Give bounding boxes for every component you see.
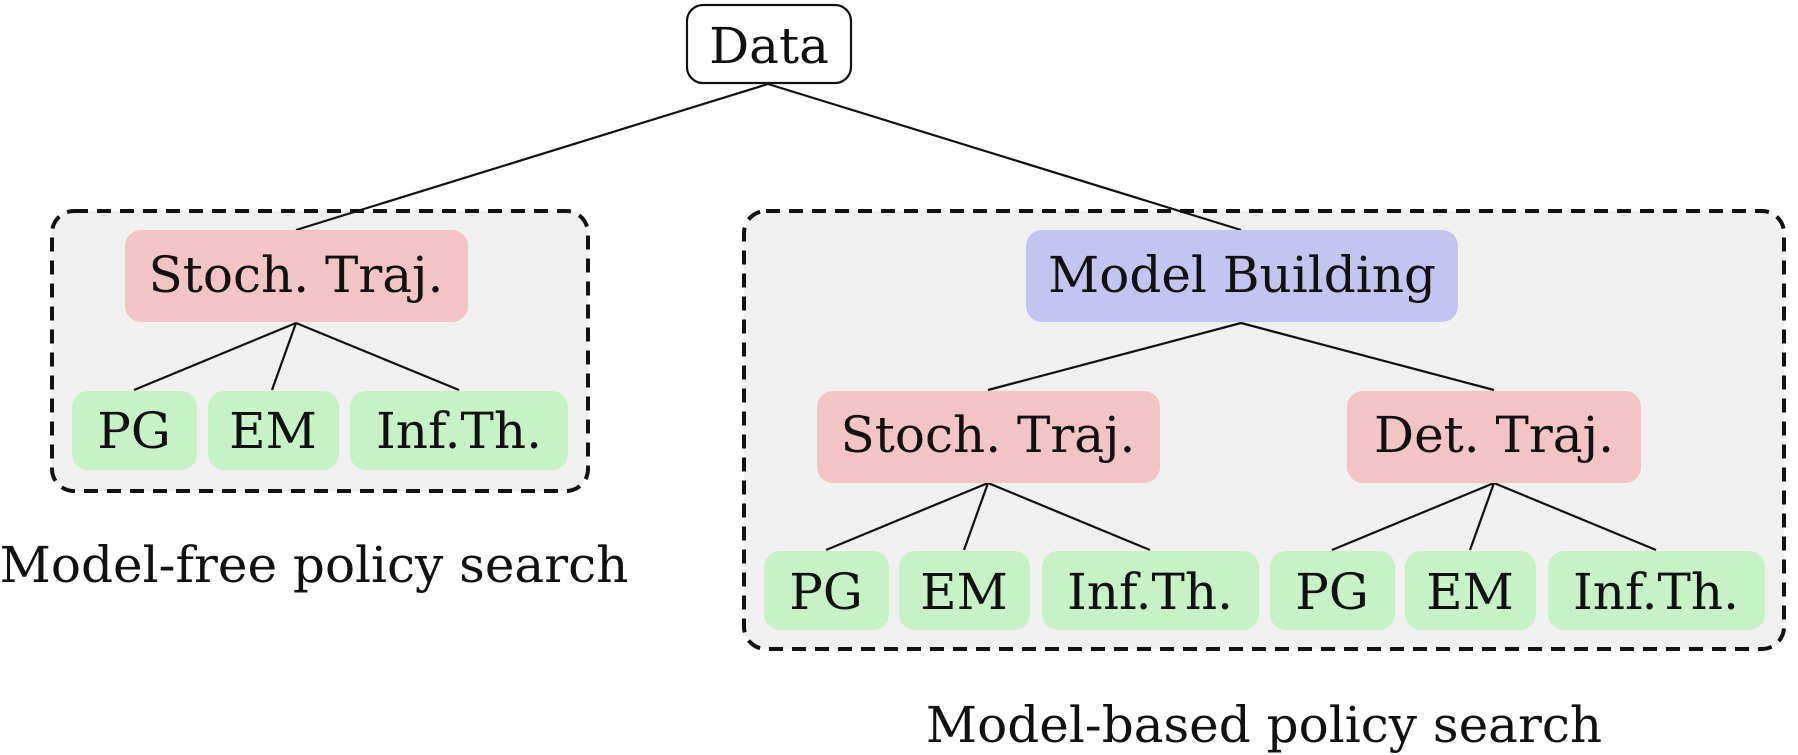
mb-det-method-pg-box	[1270, 551, 1395, 630]
edge-model-building-to-det-traj	[1240, 321, 1495, 392]
mb-det-method-em-node: EM	[1405, 551, 1536, 630]
model-free-method-pg-box	[72, 391, 197, 470]
model-free-method-em-node: EM	[208, 391, 339, 470]
model-free-method-em-label: EM	[229, 402, 317, 460]
mb-det-method-infth-label: Inf.Th.	[1573, 563, 1739, 621]
root-node: Data	[685, 3, 853, 85]
edge-data-to-model-building	[767, 82, 1242, 232]
mb-stoch-method-em-node: EM	[899, 551, 1030, 630]
model-based-stoch-traj-box	[817, 391, 1160, 483]
mb-stoch-method-pg-box	[764, 551, 889, 630]
model-free-method-pg-node: PG	[72, 391, 197, 470]
mb-det-method-pg-node: PG	[1270, 551, 1395, 630]
model-based-det-traj-node: Det. Traj.	[1347, 391, 1641, 483]
model-building-box	[1026, 230, 1458, 322]
edge-data-to-model-free-trajectory	[295, 82, 769, 232]
root-node-box	[685, 3, 853, 85]
mb-stoch-method-infth-node: Inf.Th.	[1042, 551, 1259, 630]
edge-model-free-traj-to-infth	[295, 321, 460, 392]
mb-stoch-method-pg-label: PG	[789, 563, 863, 621]
mb-det-method-infth-box	[1548, 551, 1765, 630]
model-free-trajectory-label: Stoch. Traj.	[149, 246, 444, 304]
edge-mb-stoch-traj-to-em	[962, 482, 990, 551]
mb-stoch-method-infth-label: Inf.Th.	[1067, 563, 1233, 621]
model-free-trajectory-node: Stoch. Traj.	[125, 230, 468, 322]
model-building-label: Model Building	[1048, 246, 1436, 304]
model-based-caption: Model-based policy search	[926, 696, 1602, 754]
model-building-node: Model Building	[1026, 230, 1458, 322]
mb-det-method-pg-label: PG	[1295, 563, 1369, 621]
model-free-method-infth-label: Inf.Th.	[376, 402, 542, 460]
mb-det-method-infth-node: Inf.Th.	[1548, 551, 1765, 630]
model-based-stoch-traj-label: Stoch. Traj.	[841, 406, 1136, 464]
mb-stoch-method-pg-node: PG	[764, 551, 889, 630]
edge-mb-stoch-traj-to-pg	[825, 481, 989, 552]
edge-mb-det-traj-to-pg	[1331, 481, 1495, 552]
model-free-method-pg-label: PG	[97, 402, 171, 460]
mb-stoch-method-em-box	[899, 551, 1030, 630]
model-free-trajectory-box	[125, 230, 468, 322]
edge-mb-det-traj-to-infth	[1493, 481, 1657, 552]
model-based-stoch-traj-node: Stoch. Traj.	[817, 391, 1160, 483]
edge-model-free-traj-to-pg	[133, 321, 297, 392]
mb-det-method-em-label: EM	[1426, 563, 1514, 621]
edges	[133, 82, 1657, 552]
model-free-caption: Model-free policy search	[0, 536, 628, 594]
edge-model-free-traj-to-em	[270, 322, 298, 391]
model-free-method-em-box	[208, 391, 339, 470]
mb-stoch-method-infth-box	[1042, 551, 1259, 630]
edge-model-building-to-stoch-traj	[987, 321, 1242, 392]
model-free-method-infth-node: Inf.Th.	[350, 391, 568, 470]
mb-det-method-em-box	[1405, 551, 1536, 630]
edge-mb-stoch-traj-to-infth	[987, 481, 1151, 552]
edge-mb-det-traj-to-em	[1468, 482, 1496, 551]
model-free-method-infth-box	[350, 391, 568, 470]
mb-stoch-method-em-label: EM	[920, 563, 1008, 621]
model-based-group-box	[742, 209, 1786, 651]
root-node-label: Data	[709, 17, 829, 75]
model-based-det-traj-label: Det. Traj.	[1374, 406, 1614, 464]
model-based-det-traj-box	[1347, 391, 1641, 483]
